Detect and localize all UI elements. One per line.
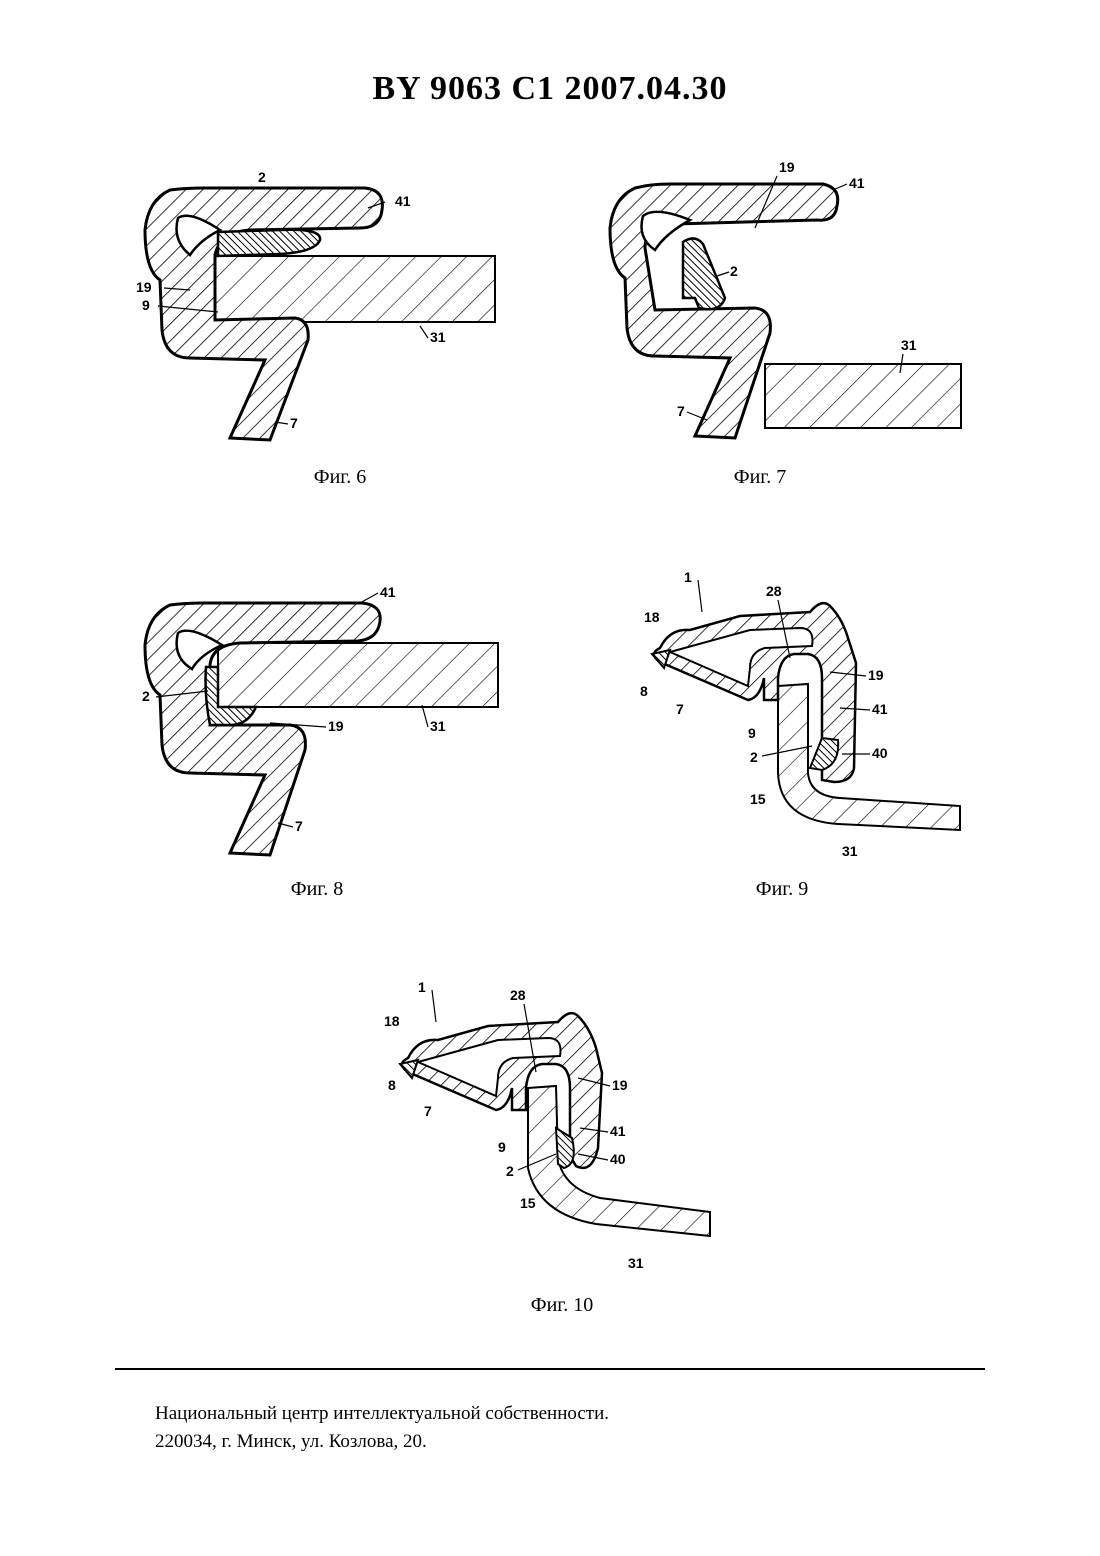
label-19: 19 (136, 279, 152, 295)
footer-line-1: Национальный центр интеллектуальной собс… (155, 1400, 609, 1428)
label-15: 15 (520, 1195, 536, 1211)
caption-fig-10: Фиг. 10 (462, 1294, 662, 1317)
label-28: 28 (510, 987, 526, 1003)
label-9: 9 (498, 1139, 506, 1155)
label-19: 19 (868, 667, 884, 683)
label-7: 7 (676, 701, 684, 717)
label-7: 7 (424, 1103, 432, 1119)
label-9: 9 (748, 725, 756, 741)
label-2: 2 (506, 1163, 514, 1179)
glass-pane (218, 643, 498, 707)
label-8: 8 (640, 683, 648, 699)
label-2: 2 (258, 169, 266, 185)
caption-fig-7: Фиг. 7 (660, 466, 860, 489)
figure-6: 2 41 19 9 31 7 (130, 160, 510, 460)
label-28: 28 (766, 583, 782, 599)
label-18: 18 (384, 1013, 400, 1029)
figure-10: 1 28 18 19 8 7 41 9 2 40 15 31 (378, 978, 718, 1278)
glass-pane (765, 364, 961, 428)
label-7: 7 (295, 818, 303, 834)
label-9: 9 (142, 297, 150, 313)
caption-fig-9: Фиг. 9 (682, 878, 882, 901)
label-18: 18 (644, 609, 660, 625)
caption-fig-8: Фиг. 8 (217, 878, 417, 901)
label-40: 40 (872, 745, 888, 761)
footer-line-2: 220034, г. Минск, ул. Козлова, 20. (155, 1428, 609, 1456)
label-19: 19 (328, 718, 344, 734)
label-2: 2 (142, 688, 150, 704)
label-31: 31 (901, 337, 917, 353)
label-1: 1 (684, 569, 692, 585)
label-41: 41 (872, 701, 888, 717)
label-15: 15 (750, 791, 766, 807)
document-title: BY 9063 C1 2007.04.30 (0, 70, 1100, 108)
label-41: 41 (395, 193, 411, 209)
label-31: 31 (842, 843, 858, 859)
label-8: 8 (388, 1077, 396, 1093)
label-31: 31 (628, 1255, 644, 1271)
label-2: 2 (750, 749, 758, 765)
label-41: 41 (610, 1123, 626, 1139)
seal-insert (218, 230, 320, 256)
label-19: 19 (612, 1077, 628, 1093)
label-31: 31 (430, 329, 446, 345)
label-2: 2 (730, 263, 738, 279)
label-19: 19 (779, 159, 795, 175)
label-31: 31 (430, 718, 446, 734)
footer-divider (115, 1368, 985, 1370)
seal-insert (683, 238, 725, 309)
figure-7: 19 41 2 31 7 (595, 158, 975, 458)
footer: Национальный центр интеллектуальной собс… (155, 1400, 609, 1456)
glass-pane (215, 256, 495, 322)
label-1: 1 (418, 979, 426, 995)
label-41: 41 (380, 584, 396, 600)
label-41: 41 (849, 175, 865, 191)
figure-9: 1 28 18 19 8 7 41 9 2 40 15 31 (630, 568, 970, 868)
figure-8: 41 2 19 31 7 (130, 575, 510, 865)
label-7: 7 (677, 403, 685, 419)
glass-pane (778, 684, 960, 830)
caption-fig-6: Фиг. 6 (240, 466, 440, 489)
label-40: 40 (610, 1151, 626, 1167)
label-7: 7 (290, 415, 298, 431)
